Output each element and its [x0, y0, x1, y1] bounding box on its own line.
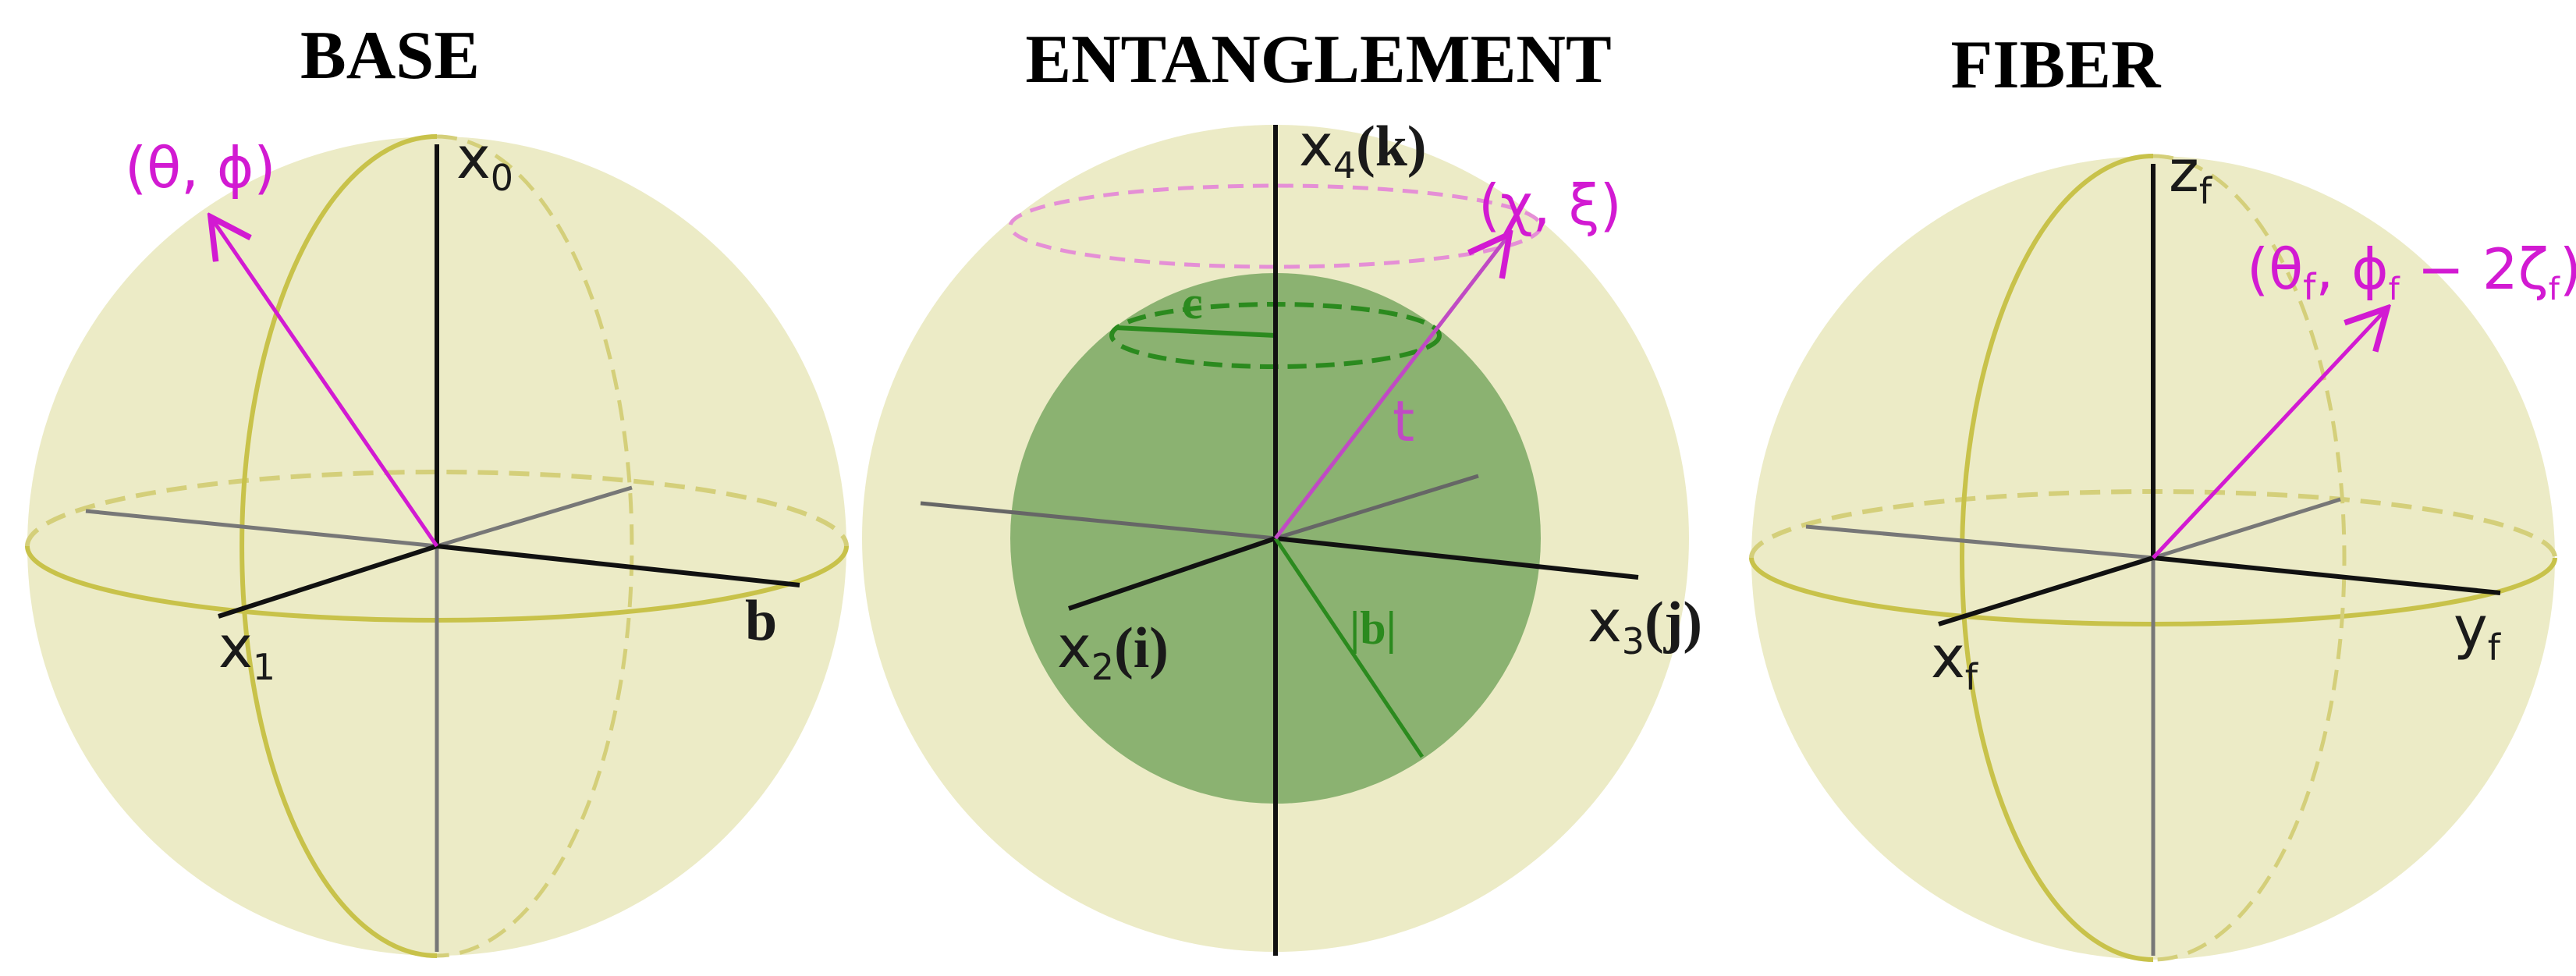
entanglement-c-radius: [1115, 325, 1276, 338]
fiber-meridian-front: [1960, 154, 2154, 962]
base-panel: BASE x0 x1 b (θ, ϕ): [25, 18, 849, 958]
entanglement-axis-back-left: [920, 501, 1276, 541]
base-meridian-front: [240, 134, 438, 958]
entanglement-c-label: c: [1182, 277, 1203, 328]
base-state-vector: [211, 217, 439, 548]
fiber-axis-xf: [1938, 555, 2154, 626]
entanglement-axis-back-right: [1275, 474, 1479, 541]
base-meridian-back: [436, 134, 634, 958]
base-title: BASE: [300, 18, 480, 94]
entanglement-label-x4: x4(k): [1299, 112, 1427, 186]
entanglement-title: ENTANGLEMENT: [1025, 22, 1611, 98]
base-vector-label: (θ, ϕ): [125, 135, 276, 201]
entanglement-b-radius: [1273, 537, 1425, 758]
fiber-state-vector: [2152, 308, 2387, 559]
base-label-x1: x1: [218, 614, 275, 688]
entanglement-t-label: t: [1393, 389, 1414, 454]
base-axis-back-right: [436, 485, 633, 548]
base-axis-x1: [218, 544, 438, 619]
base-axis-back-left: [85, 509, 438, 548]
entanglement-t-vector: [1274, 234, 1510, 540]
base-equator-back: [25, 470, 849, 547]
fiber-label-zf: zf: [2169, 138, 2213, 212]
entanglement-axis-x2: [1068, 536, 1276, 611]
base-label-x0: x0: [456, 125, 513, 199]
fiber-axis-back-left: [1805, 524, 2154, 560]
fiber-axis-yf: [2152, 555, 2501, 595]
entanglement-label-x3: x3(j): [1588, 588, 1702, 662]
fiber-label-xf: xf: [1931, 624, 1979, 698]
base-label-b: b: [745, 589, 777, 653]
entanglement-latitude-ring: [1008, 183, 1543, 269]
entanglement-b-label: |b|: [1350, 602, 1396, 654]
entanglement-axis-x3: [1275, 536, 1639, 580]
entanglement-panel: ENTANGLEMENT x4(k) x2(i) x3(j) (χ, ξ) t …: [862, 22, 1702, 956]
entanglement-label-x2: x2(i): [1057, 614, 1169, 688]
base-axis-b: [436, 544, 800, 587]
fiber-vector-label: (θf, ϕf − 2ζf): [2247, 236, 2576, 308]
fiber-meridian-back: [2152, 154, 2347, 962]
entanglement-vector-label: (χ, ξ): [1478, 172, 1622, 238]
fiber-label-yf: yf: [2454, 594, 2502, 669]
fiber-title: FIBER: [1951, 27, 2162, 103]
fiber-panel: FIBER zf xf yf (θf, ϕf − 2ζf): [1749, 27, 2576, 962]
fiber-axis-back-right: [2152, 497, 2341, 560]
